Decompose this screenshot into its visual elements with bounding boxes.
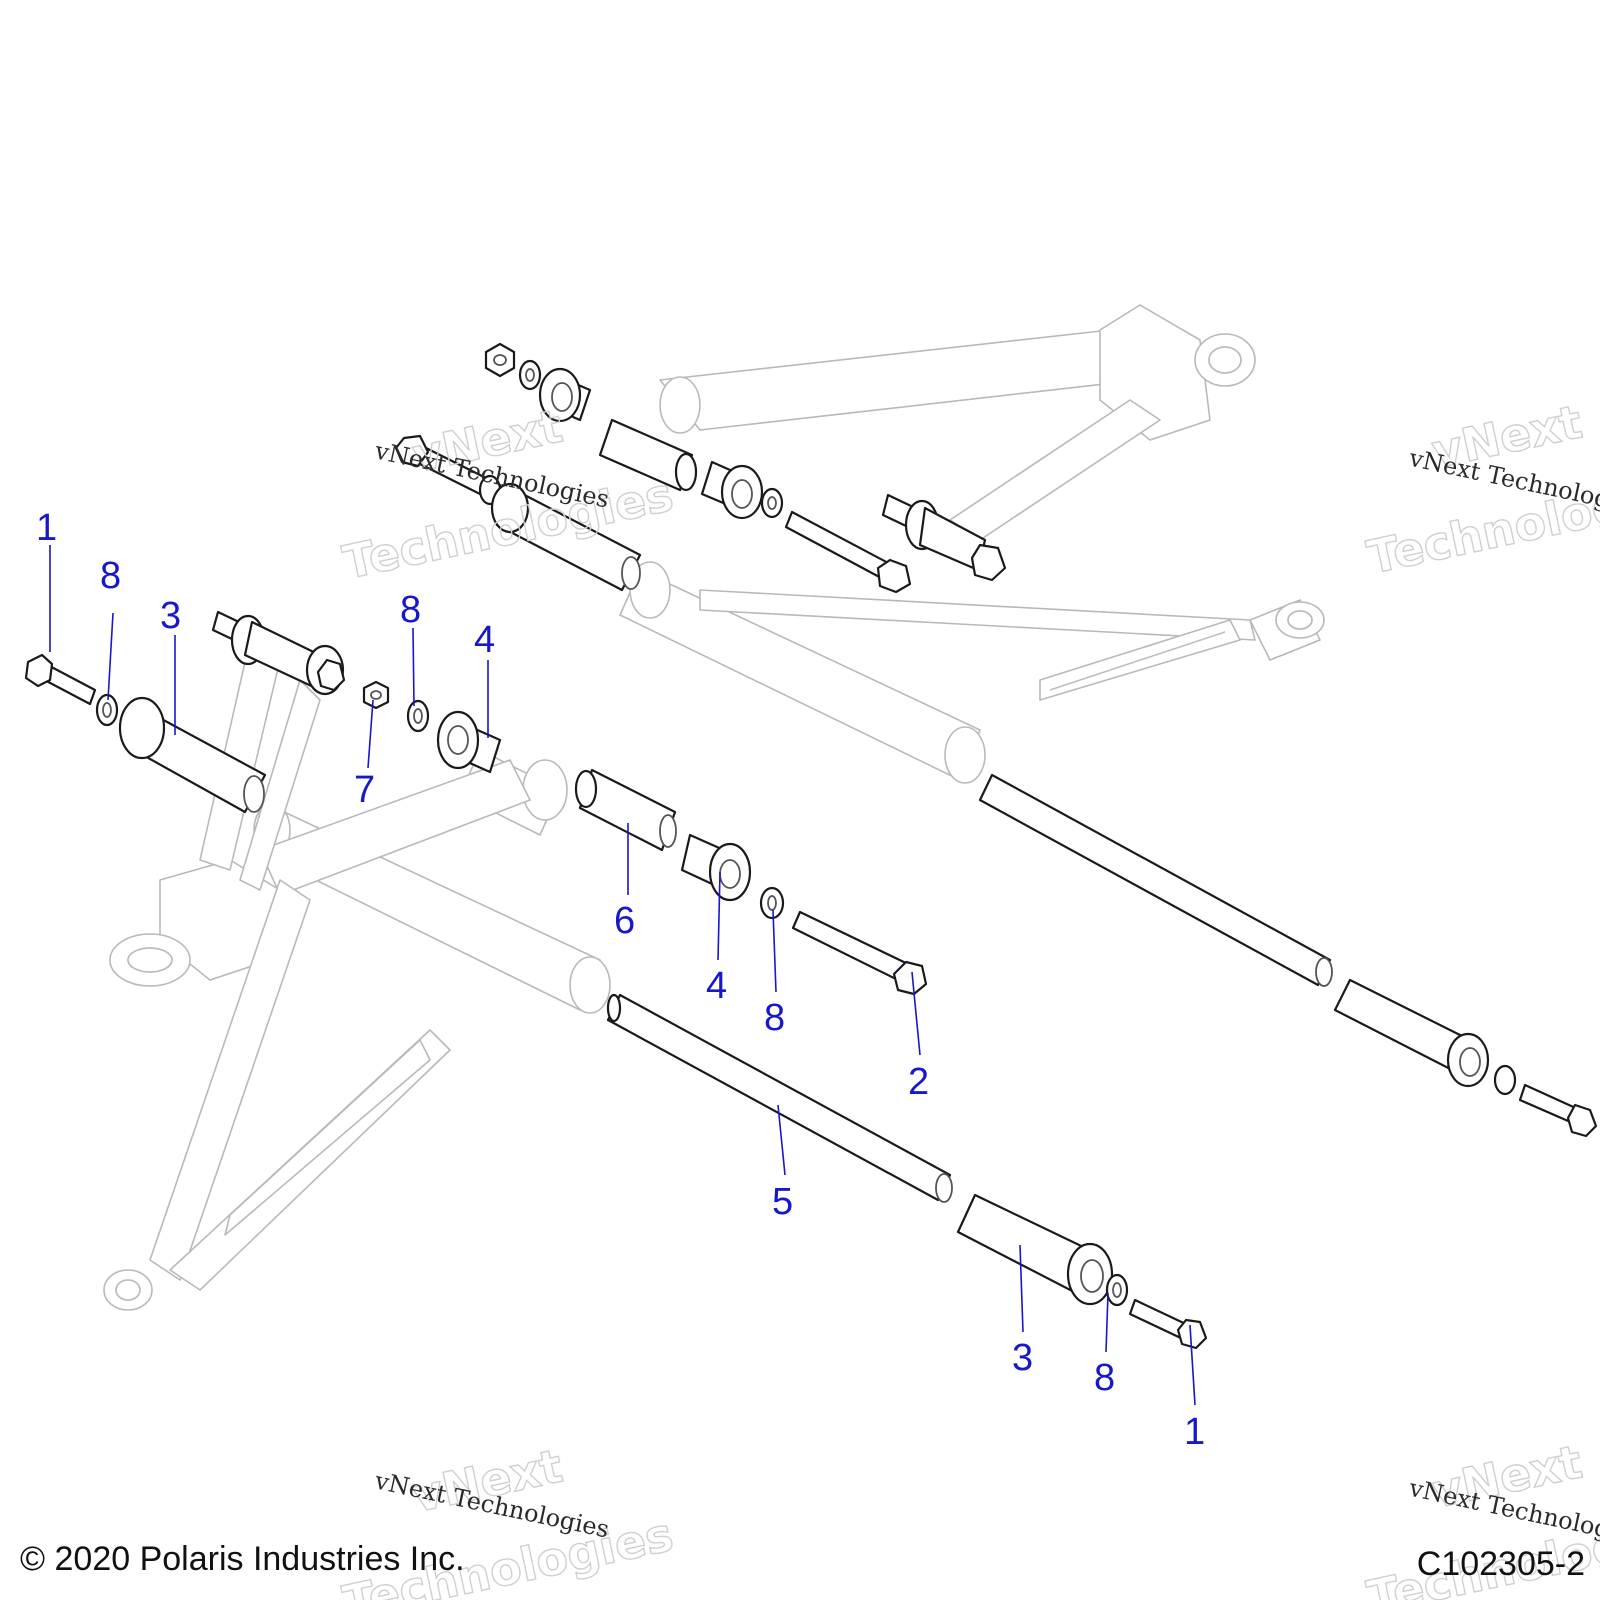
- bolt-2: [791, 910, 928, 996]
- callout-1-top: 1: [36, 507, 57, 549]
- shock-stud-upper: [881, 493, 1007, 582]
- callout-3-bottom: 3: [1012, 1337, 1033, 1379]
- sleeve-6: [574, 768, 677, 852]
- lock-nut-7: [362, 680, 390, 710]
- callout-8-mid: 8: [764, 997, 785, 1039]
- lower-a-arm-frame: [103, 639, 611, 1311]
- bushing-4-mid: [680, 833, 752, 902]
- lower-hardware-group: [956, 1193, 1208, 1350]
- shock-stud-left: [211, 610, 346, 696]
- upper-a-arm-frame: [619, 304, 1325, 784]
- bushing-4-top: [436, 710, 502, 774]
- pivot-shaft-upper-long: [978, 773, 1598, 1138]
- callout-labels: 1 8 3 8 4 7 6 4 8 2 5 3 8 1: [36, 507, 1205, 1453]
- callout-8-top-mid: 8: [400, 589, 421, 631]
- washer-8-bottom: [1105, 1273, 1129, 1307]
- callout-6: 6: [614, 900, 635, 942]
- callout-1-bottom: 1: [1184, 1411, 1205, 1453]
- callout-7: 7: [354, 769, 375, 811]
- bushing-upper-1: [538, 367, 592, 423]
- washer-8-mid-top: [406, 699, 430, 733]
- copyright-text: © 2020 Polaris Industries Inc.: [20, 1540, 465, 1578]
- washer-8-left: [95, 693, 119, 727]
- callout-3-top: 3: [160, 595, 181, 637]
- pivot-shaft-5: [606, 993, 953, 1203]
- callout-8-bottom: 8: [1094, 1357, 1115, 1399]
- bolt-1-bottom: [1128, 1298, 1208, 1350]
- leader-lines: [49, 545, 1196, 1406]
- diagram-code: C102305-2: [1417, 1545, 1585, 1583]
- callout-5: 5: [772, 1181, 793, 1223]
- washer-8-mid: [759, 886, 785, 920]
- bushing-upper-2: [700, 460, 764, 520]
- lock-nut-upper: [484, 342, 516, 378]
- bolt-1-left: [24, 653, 97, 706]
- sleeve-upper: [598, 418, 698, 492]
- callout-2: 2: [908, 1061, 929, 1103]
- washer-upper-2: [760, 487, 784, 519]
- bushing-3-bottom: [956, 1193, 1114, 1306]
- mid-hardware-group: [24, 610, 928, 996]
- bushing-long-upper: [490, 482, 642, 592]
- bolt-upper: [784, 510, 912, 594]
- callout-8-top-left: 8: [100, 555, 121, 597]
- callout-4-top: 4: [474, 619, 495, 661]
- bushing-3-left: [118, 696, 267, 814]
- washer-upper-1: [518, 359, 542, 391]
- callout-4-mid: 4: [706, 965, 727, 1007]
- upper-hardware-group: [394, 342, 1007, 594]
